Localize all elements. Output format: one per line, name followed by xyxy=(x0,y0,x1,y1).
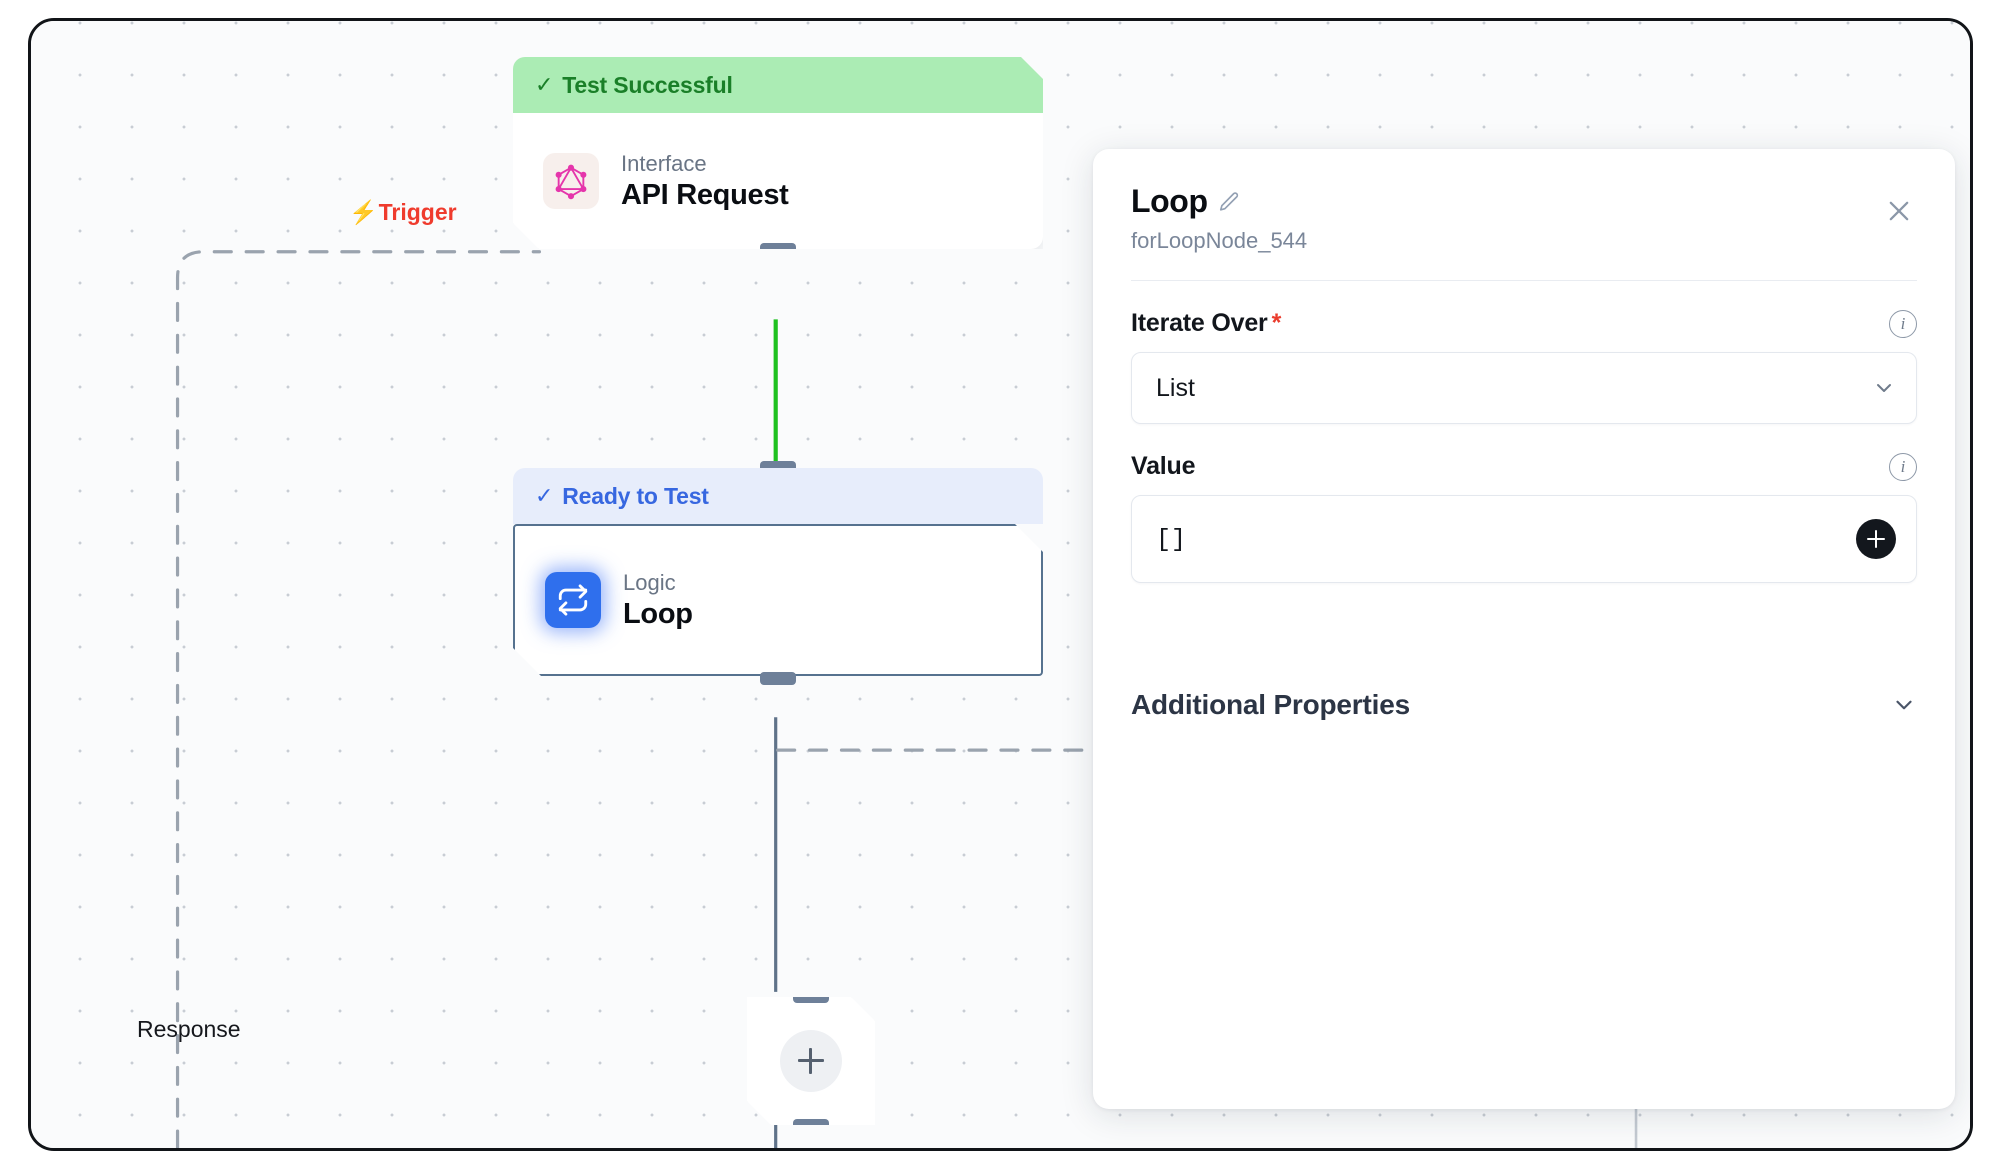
add-node-input-port xyxy=(793,990,829,1003)
workflow-node-loop[interactable]: ✓ Ready to Test Logic Loop xyxy=(513,461,1043,685)
field-iterate-over: Iterate Over* i List xyxy=(1131,309,1917,424)
required-marker: * xyxy=(1271,309,1282,337)
additional-properties-label: Additional Properties xyxy=(1131,689,1410,720)
node-name-label: API Request xyxy=(621,179,789,212)
node-text: Interface API Request xyxy=(621,150,789,213)
additional-properties-section[interactable]: Additional Properties xyxy=(1131,689,1917,721)
response-label: Response xyxy=(137,1016,241,1042)
field-label-row: Iterate Over* i xyxy=(1131,309,1917,338)
panel-header: Loop forLoopNode_544 xyxy=(1131,149,1917,254)
info-icon[interactable]: i xyxy=(1889,309,1917,338)
edge-trigger-dashed xyxy=(175,250,542,1148)
node-status-label: Test Successful xyxy=(562,71,733,98)
chevron-down-icon xyxy=(1872,376,1896,400)
node-status-label: Ready to Test xyxy=(562,482,709,509)
lightning-bolt-icon: ⚡ xyxy=(349,199,378,225)
workflow-node-api-request[interactable]: ✓ Test Successful xyxy=(513,57,1043,249)
trigger-label: ⚡ Trigger xyxy=(349,199,457,226)
panel-title-row: Loop xyxy=(1131,183,1917,220)
node-status-banner-ready: ✓ Ready to Test xyxy=(513,468,1043,524)
iterate-over-select[interactable]: List xyxy=(1131,352,1917,424)
add-node-button[interactable] xyxy=(747,997,875,1125)
field-label-text: Value xyxy=(1131,452,1196,480)
field-label: Iterate Over* xyxy=(1131,309,1281,338)
pencil-icon[interactable] xyxy=(1218,191,1240,213)
node-name-label: Loop xyxy=(623,598,693,631)
app-frame: ⚡ Trigger Response ✓ Test Successful xyxy=(28,18,1973,1151)
panel-subtitle: forLoopNode_544 xyxy=(1131,228,1308,253)
iterate-over-value: List xyxy=(1156,373,1195,402)
node-properties-panel: Loop forLoopNode_544 xyxy=(1093,149,1955,1109)
close-icon[interactable] xyxy=(1877,189,1921,233)
field-value: Value i [] xyxy=(1131,452,1917,583)
loop-icon xyxy=(545,572,601,628)
value-input[interactable]: [] xyxy=(1131,495,1917,583)
panel-divider xyxy=(1131,280,1917,281)
trigger-label-text: Trigger xyxy=(378,199,457,225)
info-icon[interactable]: i xyxy=(1889,452,1917,481)
value-text: [] xyxy=(1156,524,1187,554)
node-kind-label: Interface xyxy=(621,150,707,176)
node-output-port[interactable] xyxy=(760,243,796,256)
node-output-port[interactable] xyxy=(760,672,796,685)
workflow-canvas[interactable]: ⚡ Trigger Response ✓ Test Successful xyxy=(31,21,1970,1148)
field-label-row: Value i xyxy=(1131,452,1917,481)
graphql-icon xyxy=(543,153,599,209)
node-kind-label: Logic xyxy=(623,569,676,595)
field-label: Value xyxy=(1131,452,1199,481)
node-body[interactable]: Interface API Request xyxy=(513,113,1043,249)
check-icon: ✓ xyxy=(535,72,554,97)
plus-icon xyxy=(780,1030,842,1092)
add-value-plus-icon[interactable] xyxy=(1856,519,1896,559)
node-body[interactable]: Logic Loop xyxy=(513,524,1043,676)
field-label-text: Iterate Over xyxy=(1131,309,1268,337)
add-node-output-port xyxy=(793,1119,829,1132)
check-icon: ✓ xyxy=(535,483,554,508)
node-text: Logic Loop xyxy=(623,569,693,632)
page-title: Loop xyxy=(1131,183,1208,219)
chevron-down-icon xyxy=(1891,692,1917,718)
node-status-banner-success: ✓ Test Successful xyxy=(513,57,1043,113)
